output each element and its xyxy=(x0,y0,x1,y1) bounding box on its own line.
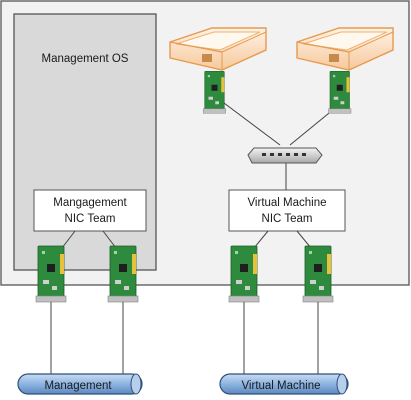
vm-nic-team-line1: Virtual Machine xyxy=(247,197,326,209)
vm-nic-team-box xyxy=(228,189,346,232)
physical-nic-icon xyxy=(35,245,67,303)
management-network-label: Management xyxy=(44,380,112,392)
vm-to-switch-link xyxy=(219,99,281,146)
team-to-nic-link xyxy=(102,230,117,249)
team-to-nic-link xyxy=(253,230,269,249)
management-nic-team-box xyxy=(33,189,147,232)
physical-nic-icon xyxy=(228,245,260,303)
team-to-nic-link xyxy=(61,230,76,249)
vm-nic-team-line2: NIC Team xyxy=(262,213,313,225)
management-os-label: Management OS xyxy=(42,53,129,65)
physical-nic-icon xyxy=(302,245,334,303)
management-nic-team-line2: NIC Team xyxy=(65,213,116,225)
management-nic-team-line1: Mangagement xyxy=(53,197,127,209)
virtual-switch-icon xyxy=(247,147,323,164)
physical-nic-icon xyxy=(107,245,139,303)
vm-network-pipe xyxy=(219,373,349,395)
team-to-nic-link xyxy=(296,230,312,249)
management-network-pipe xyxy=(17,373,143,395)
vm-network-label: Virtual Machine xyxy=(241,380,320,392)
